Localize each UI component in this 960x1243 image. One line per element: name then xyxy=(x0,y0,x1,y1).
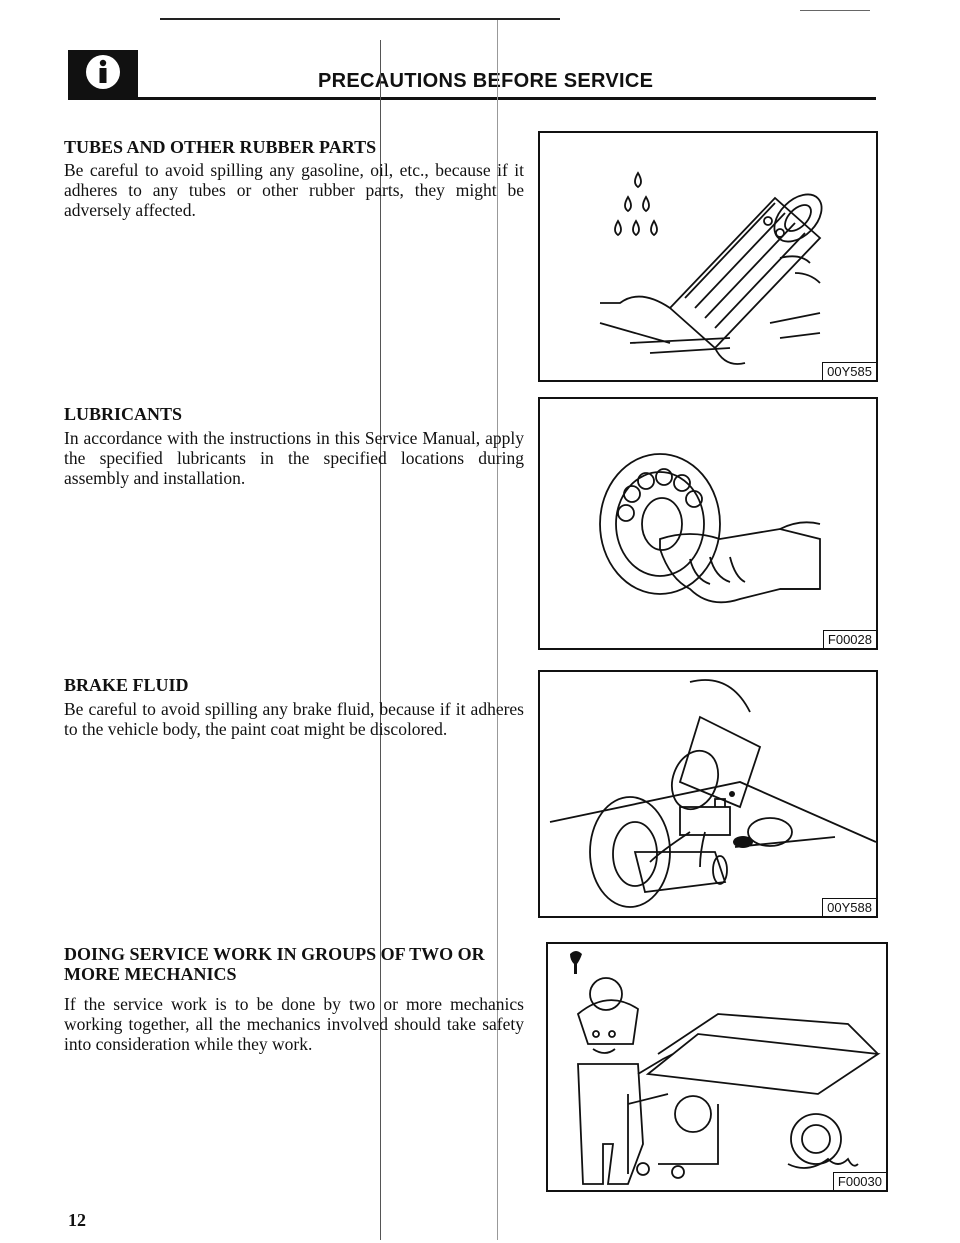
figure-code: F00030 xyxy=(832,1172,886,1190)
section-title-group-work: DOING SERVICE WORK IN GROUPS OF TWO OR M… xyxy=(64,944,485,984)
section-title-lubricants: LUBRICANTS xyxy=(64,404,183,424)
section-body-lubricants: In accordance with the instructions in t… xyxy=(64,428,524,488)
fold-line-right xyxy=(497,20,498,1240)
figure-code: F00028 xyxy=(822,630,876,648)
figure-code: 00Y585 xyxy=(822,362,876,380)
figure-lubricant: F00028 xyxy=(538,397,878,650)
section-body-group-work: If the service work is to be done by two… xyxy=(64,994,524,1054)
header-rule xyxy=(68,97,876,100)
section-body-brake-fluid: Be careful to avoid spilling any brake f… xyxy=(64,699,524,739)
figure-brake-fluid: 00Y588 xyxy=(538,670,878,918)
page-number: 12 xyxy=(68,1210,86,1230)
top-scan-rule xyxy=(160,18,560,20)
figure-rubber-tube: 00Y585 xyxy=(538,131,878,382)
figure-group-work: F00030 xyxy=(546,942,888,1192)
top-scan-rule-right xyxy=(800,10,870,11)
section-title-tubes: TUBES AND OTHER RUBBER PARTS xyxy=(64,137,377,157)
figure-code: 00Y588 xyxy=(822,898,876,916)
info-icon xyxy=(81,52,125,97)
fold-line-left xyxy=(380,40,381,1240)
section-title-brake-fluid: BRAKE FLUID xyxy=(64,675,189,695)
info-badge xyxy=(68,50,138,98)
page-title: PRECAUTIONS BEFORE SERVICE xyxy=(318,70,654,92)
section-body-tubes: Be careful to avoid spilling any gasolin… xyxy=(64,160,524,220)
